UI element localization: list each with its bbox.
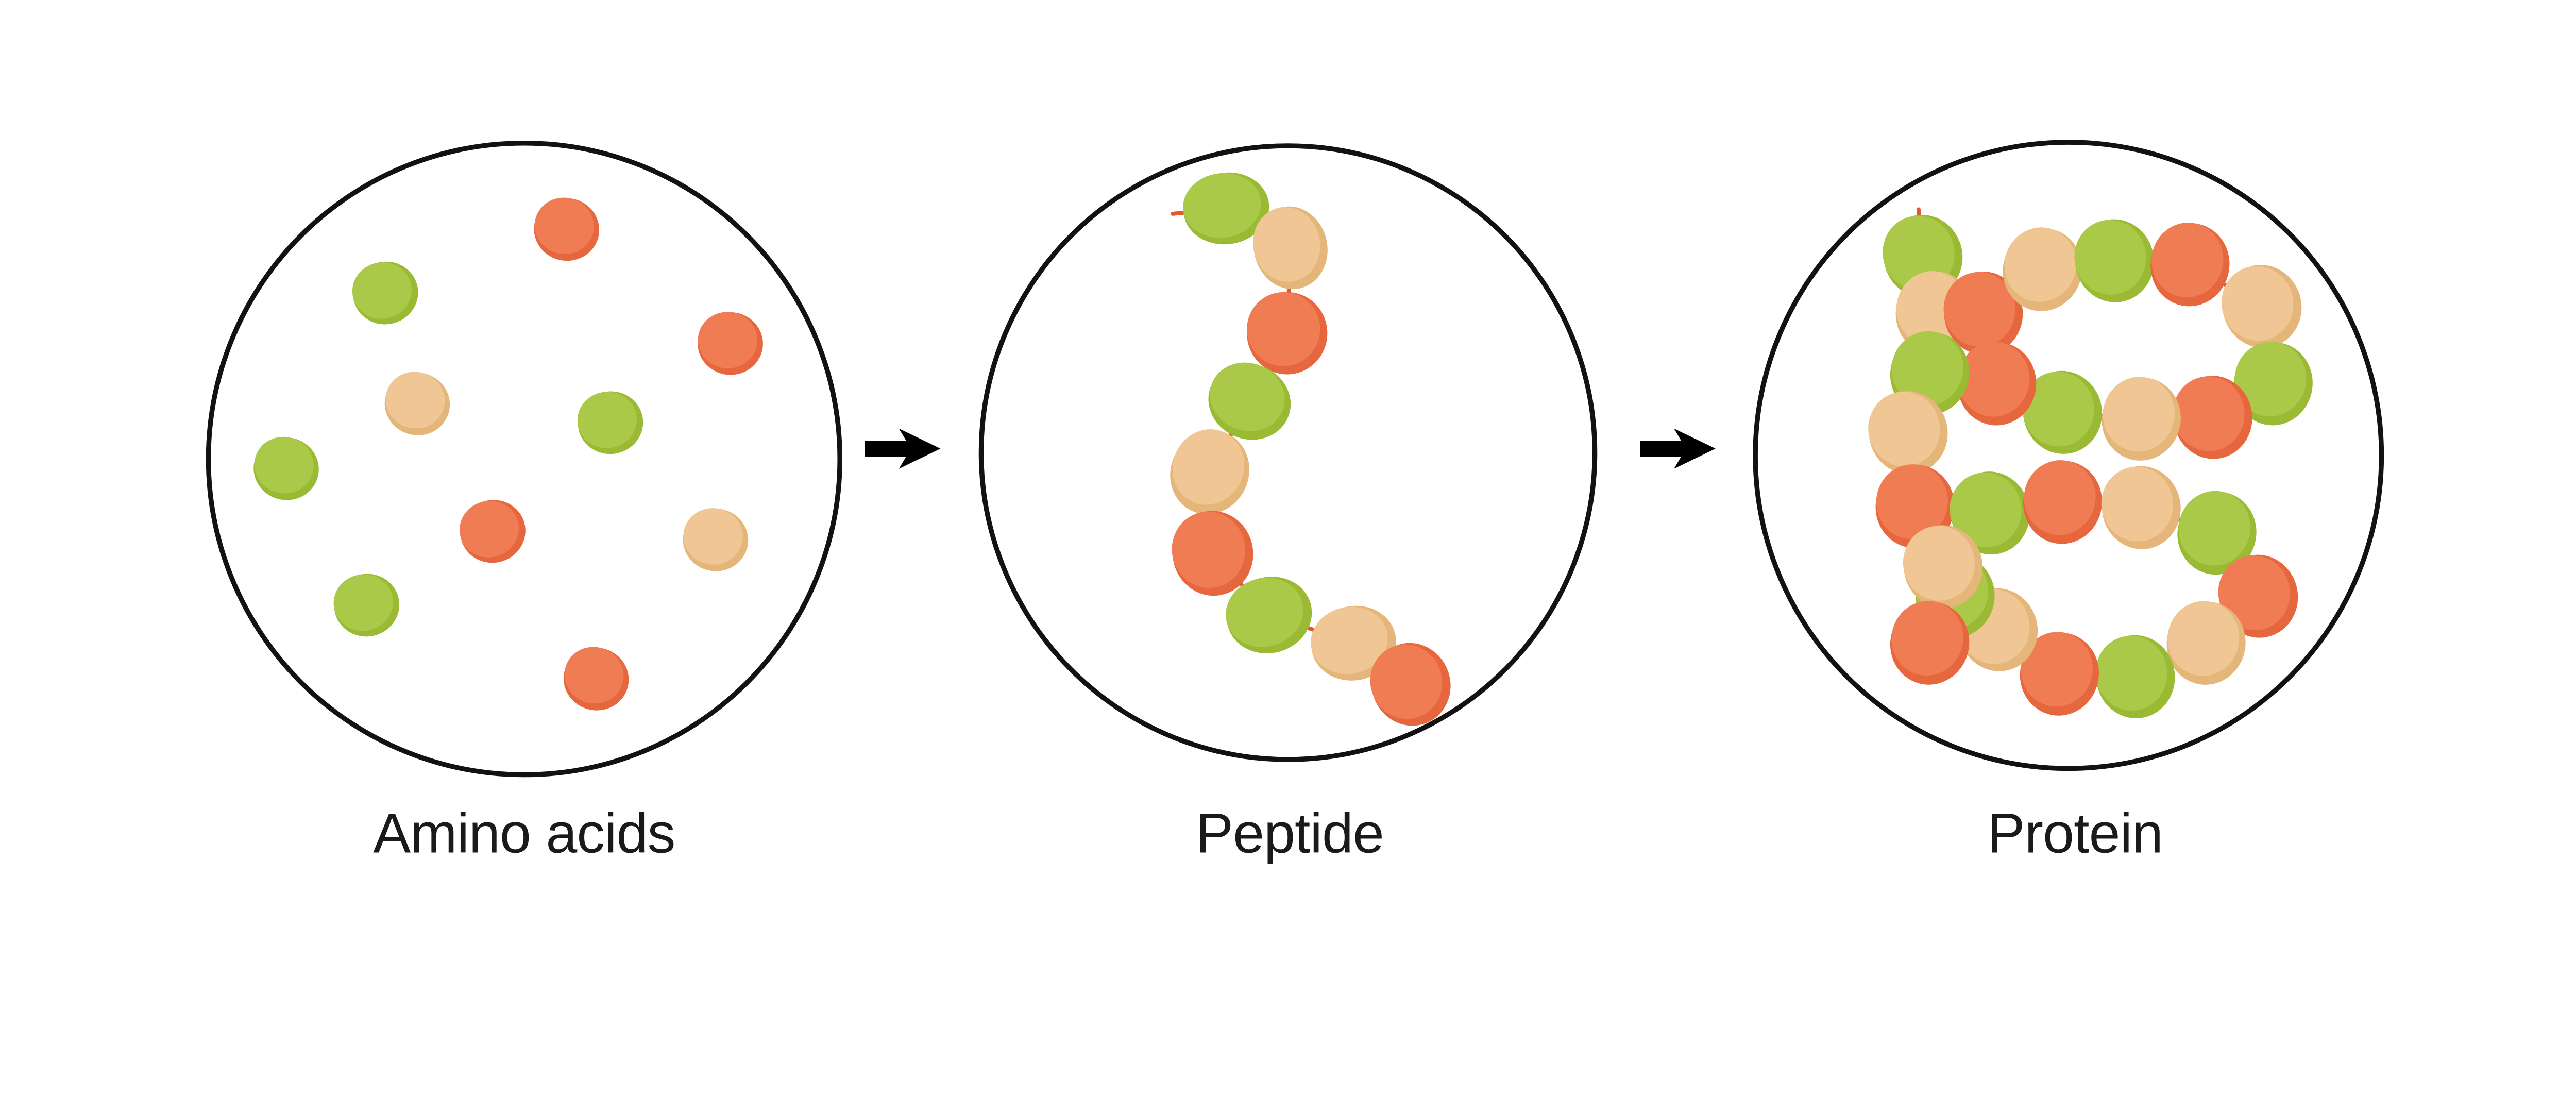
peptide-bead-green — [1208, 362, 1291, 440]
amino-acids-bead-orange — [698, 312, 763, 375]
amino-acids-bead-green — [253, 436, 319, 500]
peptide-bead-orange — [1370, 643, 1451, 726]
protein-bead-orange — [2150, 223, 2230, 307]
protein-bead-green — [2177, 491, 2257, 575]
arrow-right-icon — [865, 428, 941, 469]
peptide-bead-orange — [1247, 292, 1328, 375]
protein-bead-green — [2074, 219, 2154, 302]
protein-bead-orange — [2173, 376, 2252, 459]
protein-bead-green — [2233, 342, 2313, 426]
protein-bead-green — [2022, 370, 2103, 454]
arrow-right-icon — [1640, 428, 1716, 469]
peptide-bead-orange — [1172, 511, 1253, 596]
protein-bead-orange — [2218, 554, 2298, 638]
protein-bead-tan — [2101, 466, 2181, 549]
stage-peptide — [978, 143, 1598, 762]
peptide-bead-tan — [1311, 605, 1396, 681]
amino-acids-bead-orange — [460, 500, 526, 563]
protein-bead-tan — [1868, 391, 1948, 475]
protein-bead-tan — [2102, 377, 2181, 461]
peptide-bead-tan — [1170, 429, 1249, 514]
peptide-bead-tan — [1253, 206, 1328, 290]
protein-bead-tan — [2166, 601, 2246, 685]
protein-bead-orange — [1890, 601, 1970, 685]
amino-acids-bead-orange — [563, 647, 629, 711]
amino-acids-bead-tan — [683, 508, 749, 571]
peptide-cell-circle — [978, 143, 1598, 762]
arrows-layer — [865, 428, 1716, 469]
protein-bead-green — [1950, 471, 2030, 555]
amino-acids-bead-green — [577, 391, 643, 454]
amino-acids-bead-tan — [384, 372, 450, 435]
protein-bead-orange — [2020, 632, 2099, 716]
peptide-bead-green — [1183, 172, 1269, 245]
protein-bead-orange — [1943, 271, 2023, 355]
protein-bead-tan — [1903, 525, 1983, 609]
protein-bead-orange — [2023, 460, 2102, 544]
amino-acids-bead-green — [352, 261, 418, 325]
amino-acids-label: Amino acids — [373, 802, 675, 865]
protein-synthesis-diagram: Amino acids Peptide Protein — [206, 140, 2384, 865]
peptide-bead-green — [1226, 577, 1312, 654]
stage-protein — [1753, 140, 2384, 771]
amino-acids-bead-green — [333, 574, 400, 637]
protein-bead-green — [2095, 635, 2175, 719]
protein-bead-tan — [2222, 265, 2302, 348]
peptide-label: Peptide — [1196, 802, 1384, 865]
protein-bead-tan — [2003, 227, 2082, 311]
protein-label: Protein — [1988, 802, 2163, 865]
amino-acids-bead-orange — [534, 197, 600, 261]
stage-amino-acids — [206, 141, 842, 778]
protein-bead-orange — [1957, 342, 2037, 426]
